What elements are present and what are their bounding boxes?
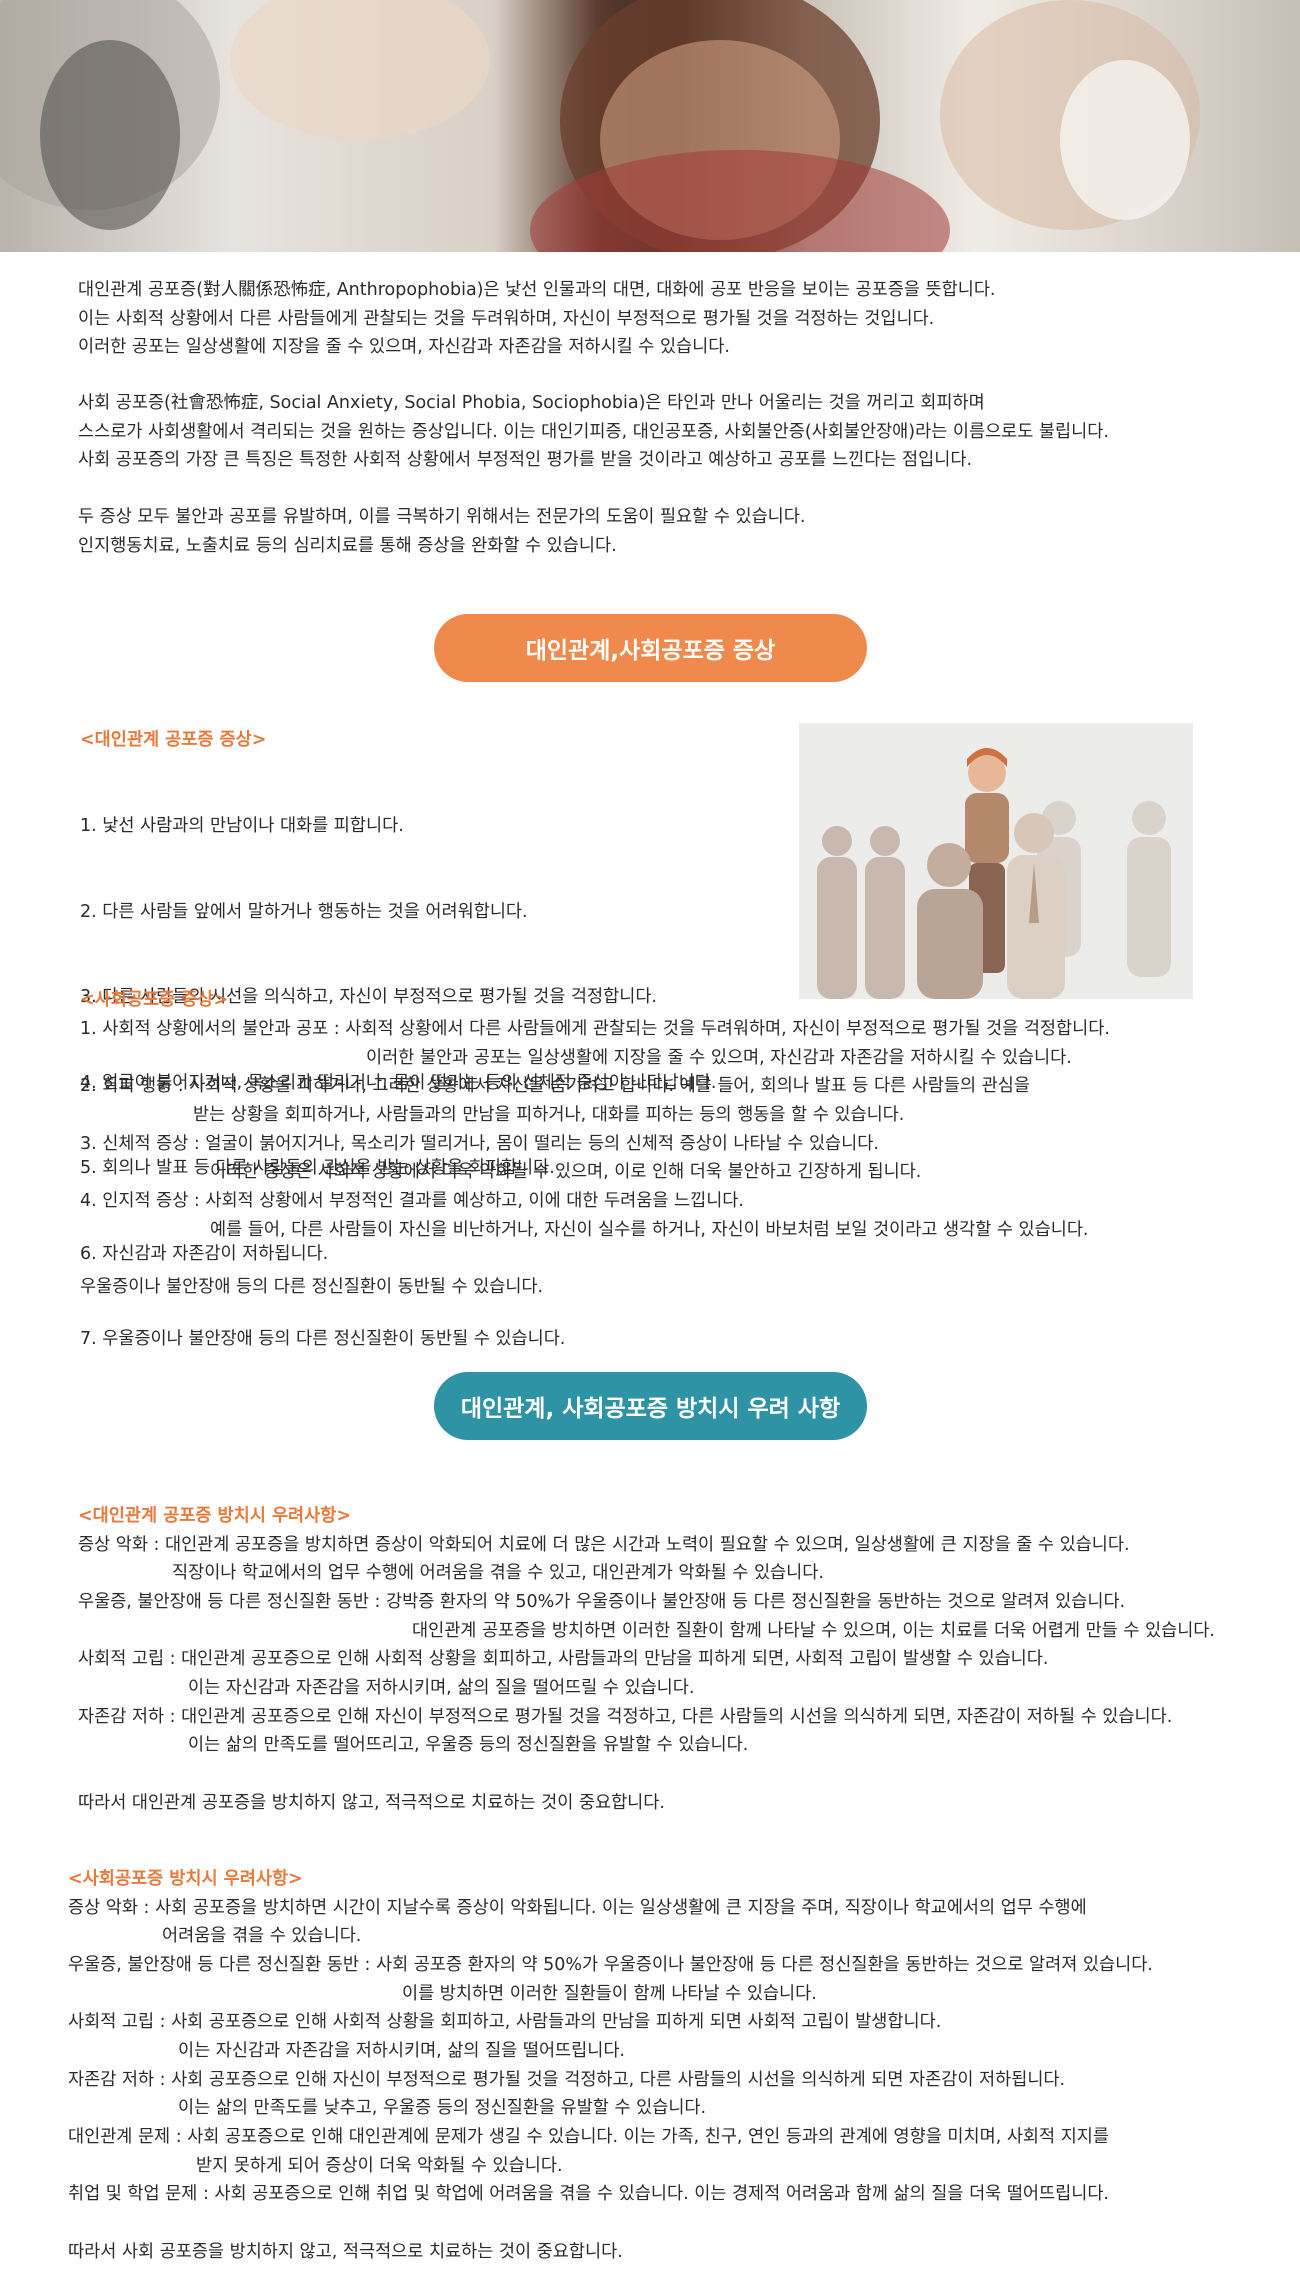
social-phobia-risks-heading: <사회공포증 방치시 우려사항>	[68, 1869, 303, 1889]
list-item: 5. 회의나 발표 등 다른 사람들의 관심을 받는 상황을 회피합니다.	[80, 1158, 555, 1178]
list-item-continuation: 이러한 불안과 공포는 일상생활에 지장을 줄 수 있으며, 자신감과 자존감을…	[366, 1048, 1072, 1068]
people-illustration-icon	[799, 723, 1193, 999]
list-item: 사회적 고립 : 사회 공포증으로 인해 사회적 상황을 회피하고, 사람들과의…	[68, 2012, 942, 2032]
hero-shape	[230, 0, 490, 140]
hero-photo	[0, 0, 1300, 252]
list-item: 우울증, 불안장애 등 다른 정신질환 동반 : 강박증 환자의 약 50%가 …	[78, 1592, 1126, 1612]
list-item-continuation: 받지 못하게 되어 증상이 더욱 악화될 수 있습니다.	[196, 2156, 563, 2176]
list-item: 자존감 저하 : 대인관계 공포증으로 인해 자신이 부정적으로 평가될 것을 …	[78, 1707, 1173, 1727]
list-item: 6. 자신감과 자존감이 저하됩니다.	[80, 1243, 329, 1264]
list-item: 증상 악화 : 사회 공포증을 방치하면 시간이 지날수록 증상이 악화됩니다.…	[68, 1898, 1087, 1918]
list-item: 3. 다른 사람들의 시선을 의식하고, 자신이 부정적으로 평가될 것을 걱정…	[80, 987, 657, 1007]
intro-paragraph-1: 대인관계 공포증(對人關係恐怖症, Anthropophobia)은 낯선 인물…	[78, 280, 996, 357]
list-item: 1. 낯선 사람과의 만남이나 대화를 피합니다.	[80, 816, 404, 836]
list-item-continuation: 이는 삶의 만족도를 낮추고, 우울증 등의 정신질환을 유발할 수 있습니다.	[178, 2098, 707, 2118]
list-item: 자존감 저하 : 사회 공포증으로 인해 자신이 부정적으로 평가될 것을 걱정…	[68, 2070, 1066, 2090]
list-item: 4. 인지적 증상 : 사회적 상황에서 부정적인 결과를 예상하고, 이에 대…	[80, 1191, 744, 1211]
anthropophobia-risks-heading: <대인관계 공포증 방치시 우려사항>	[78, 1506, 352, 1526]
list-item-continuation: 대인관계 공포증을 방치하면 이러한 질환이 함께 나타날 수 있으며, 이는 …	[412, 1621, 1215, 1641]
section-symptoms-title: 대인관계,사회공포증 증상	[525, 638, 776, 664]
list-item-continuation: 이는 삶의 만족도를 떨어뜨리고, 우울증 등의 정신질환을 유발할 수 있습니…	[188, 1735, 749, 1755]
list-item: 2. 다른 사람들 앞에서 말하거나 행동하는 것을 어려워합니다.	[80, 901, 528, 922]
list-item: 취업 및 학업 문제 : 사회 공포증으로 인해 취업 및 학업에 어려움을 겪…	[68, 2184, 1109, 2204]
list-item-continuation: 어려움을 겪을 수 있습니다.	[162, 1926, 362, 1946]
list-item: 3. 신체적 증상 : 얼굴이 붉어지거나, 목소리가 떨리거나, 몸이 떨리는…	[80, 1134, 879, 1154]
list-item: 7. 우울증이나 불안장애 등의 다른 정신질환이 동반될 수 있습니다.	[80, 1329, 566, 1349]
list-item-continuation: 받는 상황을 회피하거나, 사람들과의 만남을 피하거나, 대화를 피하는 등의…	[193, 1105, 905, 1125]
section-symptoms-heading: 대인관계,사회공포증 증상	[434, 614, 867, 682]
list-item: 4. 얼굴이 붉어지거나, 목소리가 떨리거나, 몸이 떨리는 등의 신체적 증…	[80, 1072, 717, 1093]
anthropophobia-symptoms-heading: <대인관계 공포증 증상>	[80, 730, 267, 750]
list-item-continuation: 이를 방치하면 이러한 질환들이 함께 나타날 수 있습니다.	[402, 1984, 817, 2004]
section-risks-heading: 대인관계, 사회공포증 방치시 우려 사항	[434, 1372, 867, 1440]
list-item: 대인관계 문제 : 사회 공포증으로 인해 대인관계에 문제가 생길 수 있습니…	[68, 2127, 1109, 2147]
social-phobia-symptoms-heading: <사회공포증 증상>	[80, 990, 229, 1010]
intro-paragraph-2: 사회 공포증(社會恐怖症, Social Anxiety, Social Pho…	[78, 393, 1109, 470]
list-item: 2. 회피 행동 : 사회적 상황을 피하거나, 그러한 상황에서 자신을 숨기…	[80, 1076, 1030, 1096]
hero-shape	[1060, 60, 1190, 220]
list-item-continuation: 직장이나 학교에서의 업무 수행에 어려움을 겪을 수 있고, 대인관계가 악화…	[172, 1563, 824, 1583]
anxious-group-illustration	[799, 723, 1193, 999]
list-item: 증상 악화 : 대인관계 공포증을 방치하면 증상이 악화되어 치료에 더 많은…	[78, 1535, 1130, 1555]
list-item: 사회적 고립 : 대인관계 공포증으로 인해 사회적 상황을 회피하고, 사람들…	[78, 1649, 1049, 1669]
list-item-continuation: 이는 자신감과 자존감을 저하시키며, 삶의 질을 떨어뜨립니다.	[178, 2041, 626, 2061]
list-item-continuation: 이러한 증상은 사회적 상황에서 더욱 악화될 수 있으며, 이로 인해 더욱 …	[210, 1162, 922, 1182]
list-item: 1. 사회적 상황에서의 불안과 공포 : 사회적 상황에서 다른 사람들에게 …	[80, 1019, 1110, 1039]
anthropophobia-symptoms-list: 1. 낯선 사람과의 만남이나 대화를 피합니다. 2. 다른 사람들 앞에서 …	[80, 755, 716, 1382]
intro-paragraph-3: 두 증상 모두 불안과 공포를 유발하며, 이를 극복하기 위해서는 전문가의 …	[78, 507, 806, 556]
section-risks-title: 대인관계, 사회공포증 방치시 우려 사항	[460, 1396, 841, 1422]
list-item-continuation: 예를 들어, 다른 사람들이 자신을 비난하거나, 자신이 실수를 하거나, 자…	[210, 1220, 1089, 1240]
anthropophobia-risks-closing: 따라서 대인관계 공포증을 방치하지 않고, 적극적으로 치료하는 것이 중요합…	[78, 1793, 665, 1813]
list-item: 우울증, 불안장애 등 다른 정신질환 동반 : 사회 공포증 환자의 약 50…	[68, 1955, 1153, 1975]
social-phobia-risks-closing: 따라서 사회 공포증을 방치하지 않고, 적극적으로 치료하는 것이 중요합니다…	[68, 2242, 623, 2262]
list-item-continuation: 이는 자신감과 자존감을 저하시키며, 삶의 질을 떨어뜨릴 수 있습니다.	[188, 1678, 695, 1698]
hero-shape	[40, 40, 180, 230]
social-phobia-closing: 우울증이나 불안장애 등의 다른 정신질환이 동반될 수 있습니다.	[80, 1277, 544, 1297]
